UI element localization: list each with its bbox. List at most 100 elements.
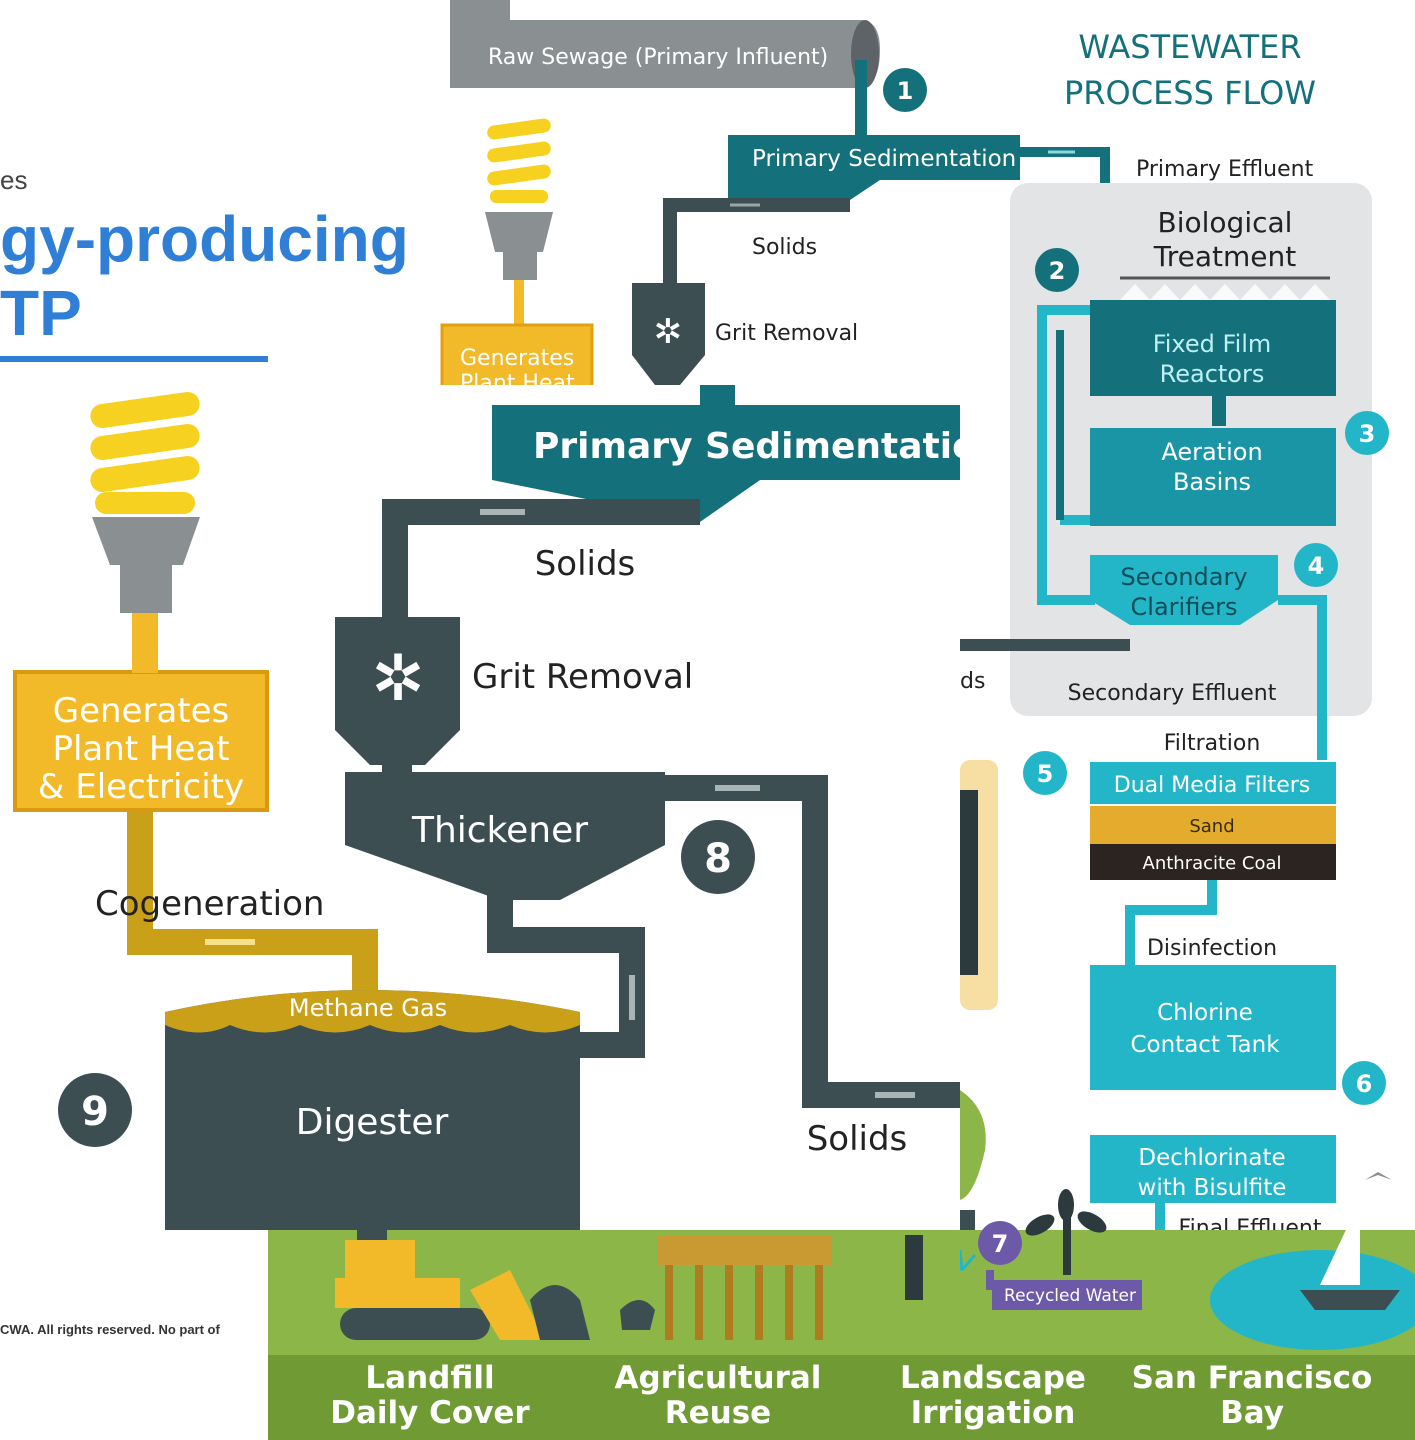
anthracite-label: Anthracite Coal: [1143, 853, 1282, 874]
secondary-line1: Secondary: [1120, 563, 1247, 591]
methane-gas-label: Methane Gas: [289, 994, 447, 1022]
aeration-line1: Aeration: [1161, 438, 1262, 466]
thickener-to-digester-pipe: [487, 895, 645, 1058]
generates-large-line2: Plant Heat: [52, 729, 229, 769]
grit-chamber-small: [632, 283, 705, 385]
lightbulb-icon-large: [90, 392, 200, 673]
secondary-line2: Clarifiers: [1131, 593, 1238, 621]
agri-line2: Reuse: [665, 1395, 771, 1431]
step-1-badge: [883, 68, 927, 112]
landfill-line2: Daily Cover: [330, 1395, 530, 1431]
step-9-label: 9: [81, 1089, 109, 1135]
recycled-water-label: Recycled Water: [1004, 1286, 1136, 1306]
thickener-label: Thickener: [411, 810, 588, 851]
sf-bay-line1: San Francisco: [1132, 1360, 1373, 1396]
generates-small-line1: Generates: [460, 346, 574, 371]
step-9-badge: [58, 1073, 132, 1147]
cogeneration-label: Cogeneration: [95, 884, 324, 924]
filtration-label: Filtration: [1164, 731, 1261, 756]
generates-large-line1: Generates: [53, 691, 230, 731]
step-4-label: 4: [1308, 552, 1325, 580]
raw-sewage-label: Raw Sewage (Primary Influent): [488, 45, 828, 70]
step-3-label: 3: [1359, 420, 1376, 448]
chlorine-line1: Chlorine: [1157, 1000, 1253, 1026]
solids-bottom-label: Solids: [807, 1119, 908, 1159]
dechlor-line1: Dechlorinate: [1138, 1145, 1285, 1171]
tree-partial: [960, 1090, 986, 1200]
lightbulb-icon-small: [485, 118, 553, 325]
thickener-tank: [345, 772, 665, 900]
step-3-badge: [1345, 411, 1389, 455]
dual-media-filters: [1090, 762, 1336, 804]
step-8-label: 8: [704, 836, 732, 882]
landscape-line2: Irrigation: [911, 1395, 1076, 1431]
dechlorinate-tank: [1090, 1135, 1336, 1203]
sapling-icon: [1025, 1189, 1107, 1275]
wheat-icon: [620, 1235, 832, 1340]
step-2-label: 2: [1049, 257, 1066, 285]
grit-removal-large-label: Grit Removal: [472, 657, 693, 697]
step-1-label: 1: [897, 77, 914, 105]
dechlor-line2: with Bisulfite: [1138, 1175, 1287, 1201]
secondary-effluent-label: Secondary Effluent: [1068, 681, 1277, 706]
chlorine-line2: Contact Tank: [1130, 1032, 1280, 1058]
step-7-label: 7: [992, 1230, 1009, 1258]
fixed-film-line2: Reactors: [1160, 360, 1265, 388]
landfill-line1: Landfill: [365, 1360, 494, 1396]
biological-label-line2: Treatment: [1153, 240, 1296, 273]
step-5-badge: [1023, 751, 1067, 795]
end-uses-strip: Landfill Daily Cover Agricultural Reuse …: [268, 1230, 1415, 1440]
step-7-badge: [978, 1221, 1022, 1265]
primary-sedimentation-tank: [728, 135, 1020, 200]
raw-sewage-pipe: [450, 0, 880, 88]
grit-icon-large: ✲: [371, 642, 425, 716]
landscape-line1: Landscape: [900, 1360, 1086, 1396]
step-6-label: 6: [1356, 1070, 1373, 1098]
secondary-clarifiers: [1090, 555, 1278, 625]
step-6-badge: [1342, 1061, 1386, 1105]
slide-subtitle: es: [0, 165, 28, 195]
grit-icon: ✲: [654, 312, 683, 352]
chlorine-contact-tank: [1090, 965, 1336, 1090]
solids-label: Solids: [752, 235, 817, 260]
recycled-water-pipe: [992, 1280, 1142, 1310]
fence-post: [905, 1235, 923, 1300]
solids-top-label: Solids: [535, 544, 636, 584]
primary-sedimentation-large: [492, 405, 960, 522]
fixed-film-reactors: [1090, 300, 1336, 396]
solids-pipe-large: [382, 499, 700, 622]
bulldozer-icon: [335, 1230, 590, 1340]
primary-effluent-label: Primary Effluent: [1136, 157, 1314, 182]
digester-label: Digester: [296, 1102, 449, 1143]
diagram-title-line2: PROCESS FLOW: [1064, 74, 1316, 112]
slide-title: gy-producing TP: [0, 202, 409, 350]
slide-title-underline: [0, 356, 268, 362]
slide-title-line1: gy-producing: [0, 203, 409, 275]
generates-box-large: [13, 670, 269, 812]
grit-removal-label: Grit Removal: [715, 321, 858, 346]
step-2-badge: [1035, 248, 1079, 292]
aeration-line2: Basins: [1173, 468, 1251, 496]
primary-sedimentation-large-label: Primary Sedimentation: [533, 426, 1002, 467]
slide-title-line2: TP: [0, 277, 82, 349]
grit-chamber-large: [335, 617, 460, 765]
digester-tank: [165, 990, 580, 1230]
primary-sedimentation-label: Primary Sedimentation: [752, 146, 1016, 172]
sand-layer: [1090, 806, 1336, 844]
sailboat-icon: [1300, 1172, 1400, 1310]
step-8-badge: [681, 820, 755, 894]
step-5-label: 5: [1037, 760, 1054, 788]
solids-partial-label: ds: [960, 669, 985, 694]
copyright-notice: CWA. All rights reserved. No part of: [0, 1322, 220, 1337]
solids-treatment-front-image: Primary Sedimentation Solids ✲ Grit Remo…: [0, 385, 1002, 1230]
dual-media-label: Dual Media Filters: [1114, 773, 1311, 798]
sand-label: Sand: [1189, 816, 1234, 837]
agri-line1: Agricultural: [615, 1360, 822, 1396]
sf-bay-line2: Bay: [1220, 1395, 1284, 1431]
diagram-title-line1: WASTEWATER: [1078, 28, 1301, 66]
anthracite-layer: [1090, 844, 1336, 880]
fixed-film-line1: Fixed Film: [1153, 330, 1272, 358]
disinfection-label: Disinfection: [1147, 936, 1277, 961]
step-4-badge: [1294, 543, 1338, 587]
